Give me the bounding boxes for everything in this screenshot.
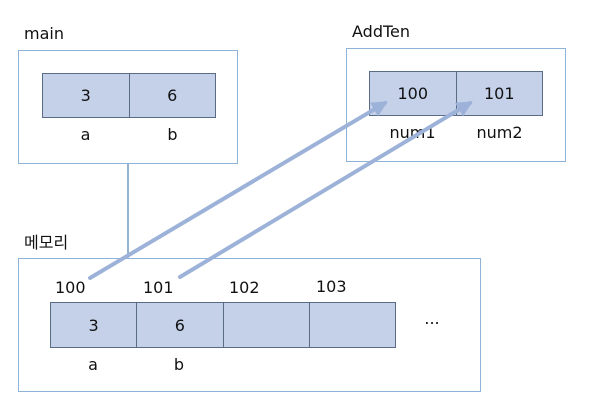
main-var-a-label: a xyxy=(80,125,91,144)
addten-frame-cells: 100 101 xyxy=(369,71,543,116)
addten-cell-num2: 101 xyxy=(455,72,543,115)
address-100: 100 xyxy=(55,278,86,297)
addten-var-num2-label: num2 xyxy=(476,123,523,142)
memory-var-a-label: a xyxy=(88,355,98,374)
memory-var-b-label: b xyxy=(173,355,185,374)
memory-cells: 3 6 xyxy=(50,302,396,348)
address-103: 103 xyxy=(316,277,347,296)
addten-cell-num1: 100 xyxy=(397,84,429,103)
memory-cell-102 xyxy=(222,303,309,347)
memory-ellipsis: ... xyxy=(424,309,440,328)
main-frame-title: main xyxy=(24,24,64,43)
main-cell-b: 6 xyxy=(128,74,216,117)
main-frame-cells: 3 6 xyxy=(42,73,216,118)
main-cell-a: 3 xyxy=(80,86,91,105)
memory-cell-103 xyxy=(308,303,395,347)
addten-frame-title: AddTen xyxy=(352,22,411,41)
memory-title: 메모리 xyxy=(24,233,69,252)
address-101: 101 xyxy=(143,278,174,297)
address-102: 102 xyxy=(229,278,260,297)
main-var-b-label: b xyxy=(167,125,178,144)
memory-cell-101: 6 xyxy=(136,303,222,347)
addten-var-num1-label: num1 xyxy=(389,123,436,142)
memory-cell-100: 3 xyxy=(88,315,99,335)
